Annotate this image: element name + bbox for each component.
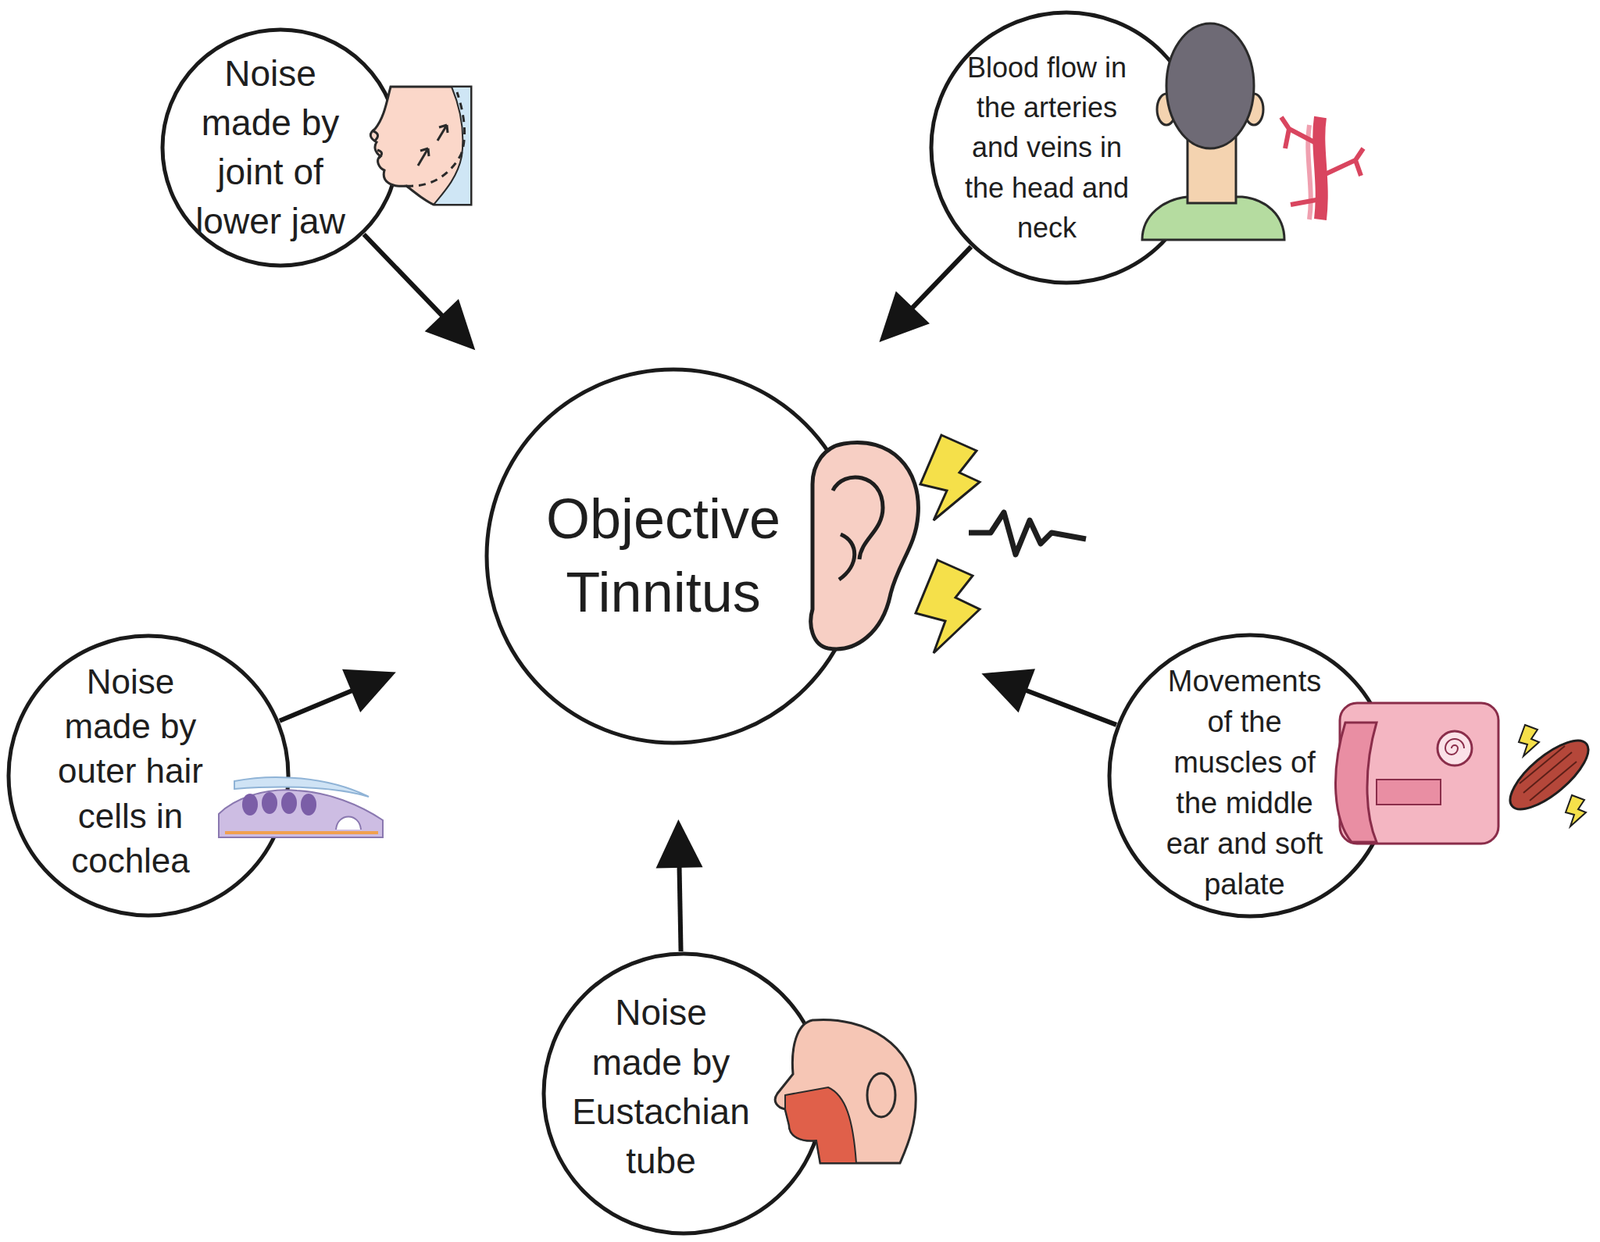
- arrow-connector: [981, 668, 1117, 725]
- sound-wave: [968, 512, 1086, 555]
- artery: [1318, 117, 1322, 220]
- arrow-head: [425, 299, 476, 350]
- circle-outline: [484, 367, 863, 746]
- blood-vessel-icon: [1281, 117, 1364, 220]
- jaw-region: [433, 86, 472, 205]
- lightning-bolt: [915, 560, 980, 654]
- cause-label: Noise made by Eustachian tube: [568, 988, 754, 1187]
- arrow-shaft: [678, 864, 681, 952]
- pinna: [1335, 722, 1377, 843]
- text-holder: Movements of the muscles of the middle e…: [1160, 660, 1329, 905]
- text-holder: Blood flow in the arteries and veins in …: [956, 47, 1138, 248]
- cochlea-spiral: [1437, 731, 1472, 766]
- center-title: Objective Tinnitus: [534, 482, 793, 629]
- hair: [1166, 23, 1254, 149]
- cause-label: Noise made by outer hair cells in cochle…: [52, 659, 209, 883]
- circle-shape: [543, 953, 824, 1234]
- muscle-fiber: [1519, 746, 1577, 801]
- cause-label: Blood flow in the arteries and veins in …: [956, 47, 1138, 248]
- ear-fold: [832, 477, 883, 580]
- text-holder: Noise made by outer hair cells in cochle…: [52, 659, 209, 883]
- lightning-bolt: [1518, 725, 1540, 757]
- hair-cell: [242, 793, 258, 816]
- text-holder: Noise made by Eustachian tube: [568, 988, 754, 1187]
- basilar-line: [225, 831, 379, 835]
- lightning-bolt: [1565, 795, 1586, 827]
- arrow-connector: [364, 234, 476, 350]
- jaw-line: [406, 92, 465, 186]
- arrow-connector: [656, 819, 704, 952]
- arrow-head: [981, 668, 1036, 713]
- arrow-head: [656, 819, 704, 869]
- arrow-shaft: [1024, 689, 1117, 725]
- motion-arrow: [417, 125, 448, 166]
- hair-cell: [300, 793, 317, 816]
- circle-node: Noise made by joint of lower jaw: [160, 27, 401, 268]
- hair-cell: [281, 792, 297, 815]
- arrow-connector: [878, 246, 972, 343]
- ear-icon: [810, 435, 1086, 654]
- lightning-bolt: [920, 435, 980, 521]
- arrow-connector: [279, 669, 397, 722]
- cause-label: Noise made by joint of lower jaw: [184, 49, 357, 247]
- arrow-shaft: [279, 689, 354, 722]
- circle-shape: [162, 29, 399, 266]
- arrow-head: [878, 291, 930, 343]
- circle-node: Noise made by outer hair cells in cochle…: [6, 633, 291, 918]
- circle-shape: [1109, 635, 1391, 917]
- circle-node: Objective Tinnitus: [484, 367, 863, 746]
- circle-node: Blood flow in the arteries and veins in …: [928, 10, 1204, 286]
- circle-shape: [8, 635, 289, 916]
- branch: [1281, 117, 1364, 205]
- arrow-shaft: [364, 234, 444, 318]
- ear-shape: [810, 442, 919, 650]
- ear-canal: [1376, 779, 1441, 805]
- circle-shape: [486, 369, 861, 743]
- tunnel: [335, 817, 361, 831]
- text-holder: Objective Tinnitus: [534, 482, 793, 629]
- muscle: [1500, 729, 1599, 821]
- cause-label: Movements of the muscles of the middle e…: [1160, 660, 1329, 905]
- circle-shape: [931, 12, 1202, 283]
- arrow-head: [342, 669, 397, 713]
- text-holder: Noise made by joint of lower jaw: [184, 49, 357, 247]
- cochlea-icon: [218, 777, 383, 838]
- tectorial-membrane: [234, 777, 369, 797]
- ear: [867, 1073, 896, 1118]
- middle-ear-icon: [1335, 703, 1599, 844]
- arrow-shaft: [910, 246, 972, 310]
- spiral-line: [1445, 739, 1465, 755]
- hair-cell: [261, 792, 278, 815]
